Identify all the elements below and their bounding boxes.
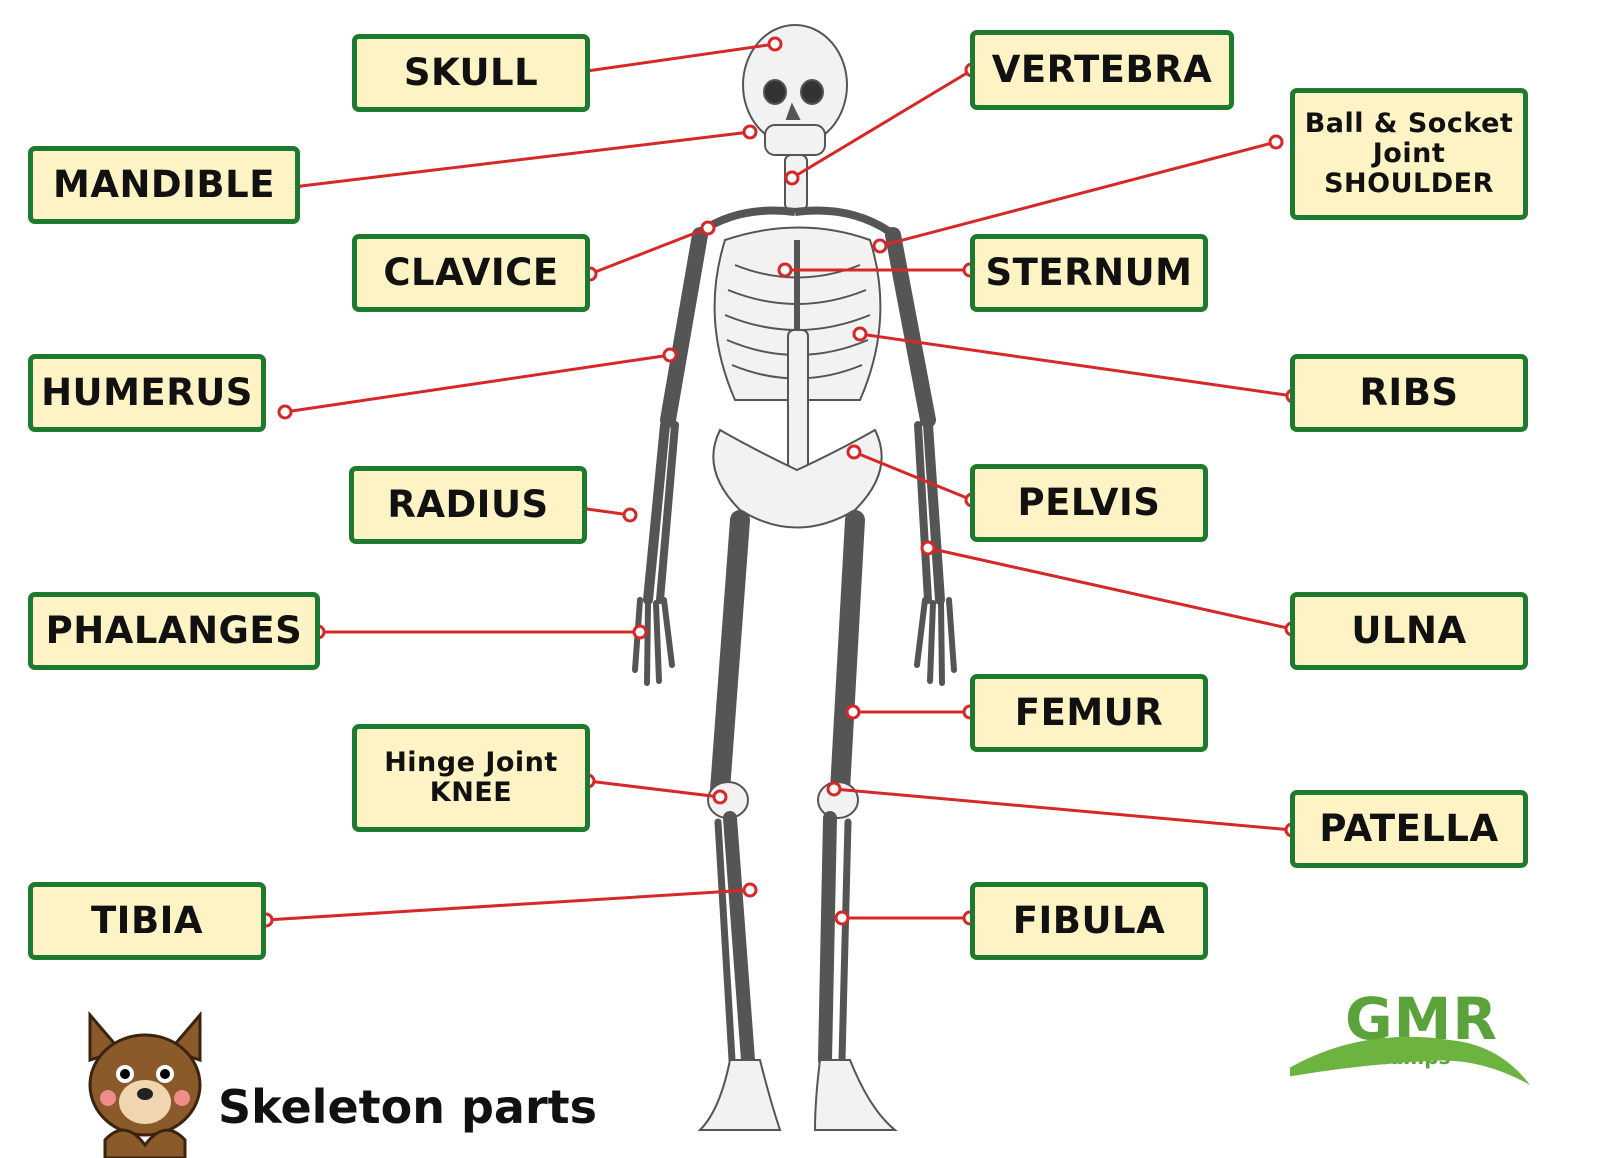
label-vertebra: VERTEBRA (970, 30, 1234, 110)
leader-dot-shoulder-label (1268, 134, 1284, 150)
leader-dot-tibia-bone (742, 882, 758, 898)
label-shoulder-line3: SHOULDER (1324, 167, 1494, 199)
label-pelvis: PELVIS (970, 464, 1208, 542)
logo-swoosh-icon (1290, 1036, 1530, 1085)
leader-dot-skull-bone (767, 36, 783, 52)
label-fibula: FIBULA (970, 882, 1208, 960)
leader-dot-patella-bone (826, 781, 842, 797)
label-ribs: RIBS (1290, 354, 1528, 432)
bear-mascot-icon (88, 1010, 202, 1158)
label-mandible-text: MANDIBLE (53, 162, 275, 206)
leader-line-patella (833, 787, 1293, 832)
leader-line-knee (587, 779, 721, 799)
label-tibia-text: TIBIA (90, 898, 204, 942)
leader-dot-sternum-bone (777, 262, 793, 278)
leader-dot-pelvis-bone (846, 444, 862, 460)
gmr-camps-logo: GMR camps (1290, 985, 1550, 1115)
label-patella: PATELLA (1290, 790, 1528, 868)
label-patella-text: PATELLA (1319, 806, 1499, 850)
label-ribs-text: RIBS (1359, 370, 1459, 414)
label-tibia: TIBIA (28, 882, 266, 960)
leader-dot-radius-bone (622, 507, 638, 523)
leader-line-radius (579, 506, 631, 517)
leader-dot-humerus-bone (662, 347, 678, 363)
label-clavice-text: CLAVICE (383, 250, 559, 294)
label-phalanges: PHALANGES (28, 592, 320, 670)
label-phalanges-text: PHALANGES (45, 608, 303, 652)
leader-line-humerus (284, 353, 671, 414)
label-mandible: MANDIBLE (28, 146, 300, 224)
label-fibula-text: FIBULA (1012, 898, 1166, 942)
label-skull-text: SKULL (403, 50, 539, 94)
label-vertebra-text: VERTEBRA (991, 47, 1213, 91)
leader-dot-vertebra-bone (784, 170, 800, 186)
label-knee-line1: Hinge Joint (384, 747, 558, 779)
leader-line-mandible (292, 130, 751, 189)
label-radius-text: RADIUS (387, 482, 549, 526)
leader-dot-clavice-bone (700, 220, 716, 236)
label-shoulder-line1: Ball & Socket (1304, 108, 1514, 140)
label-femur: FEMUR (970, 674, 1208, 752)
label-sternum-text: STERNUM (985, 250, 1193, 294)
leader-dot-ribs-bone (852, 326, 868, 342)
leader-line-skull (579, 42, 776, 74)
leader-line-tibia (265, 888, 751, 922)
label-shoulder-line2: Joint (1372, 138, 1446, 170)
leader-dot-femur-bone (845, 704, 861, 720)
leader-dot-knee-bone (712, 789, 728, 805)
leader-dot-shoulder-bone (872, 238, 888, 254)
label-ulna-text: ULNA (1351, 608, 1467, 652)
leader-line-vertebra (791, 68, 973, 180)
diagram-title: Skeleton parts (218, 1080, 598, 1134)
label-femur-text: FEMUR (1014, 690, 1164, 734)
label-clavice: CLAVICE (352, 234, 590, 312)
leader-line-clavice (589, 226, 709, 276)
label-pelvis-text: PELVIS (1017, 480, 1161, 524)
label-knee-line2: KNEE (429, 777, 513, 808)
label-sternum: STERNUM (970, 234, 1208, 312)
label-knee-joint: Hinge Joint KNEE (352, 724, 590, 832)
label-humerus-text: HUMERUS (41, 370, 253, 414)
label-skull: SKULL (352, 34, 590, 112)
leader-line-ulna (927, 546, 1293, 631)
leader-dot-mandible-bone (742, 124, 758, 140)
leader-line-shoulder (879, 140, 1277, 248)
label-shoulder-joint: Ball & Socket Joint SHOULDER (1290, 88, 1528, 220)
leader-dot-fibula-bone (834, 910, 850, 926)
leader-line-ribs (859, 332, 1294, 398)
label-radius: RADIUS (349, 466, 587, 544)
leader-dot-humerus-label (277, 404, 293, 420)
leader-dot-phalanges-bone (632, 624, 648, 640)
label-humerus: HUMERUS (28, 354, 266, 432)
leader-dot-ulna-bone (920, 540, 936, 556)
leader-line-pelvis (853, 450, 973, 502)
label-ulna: ULNA (1290, 592, 1528, 670)
